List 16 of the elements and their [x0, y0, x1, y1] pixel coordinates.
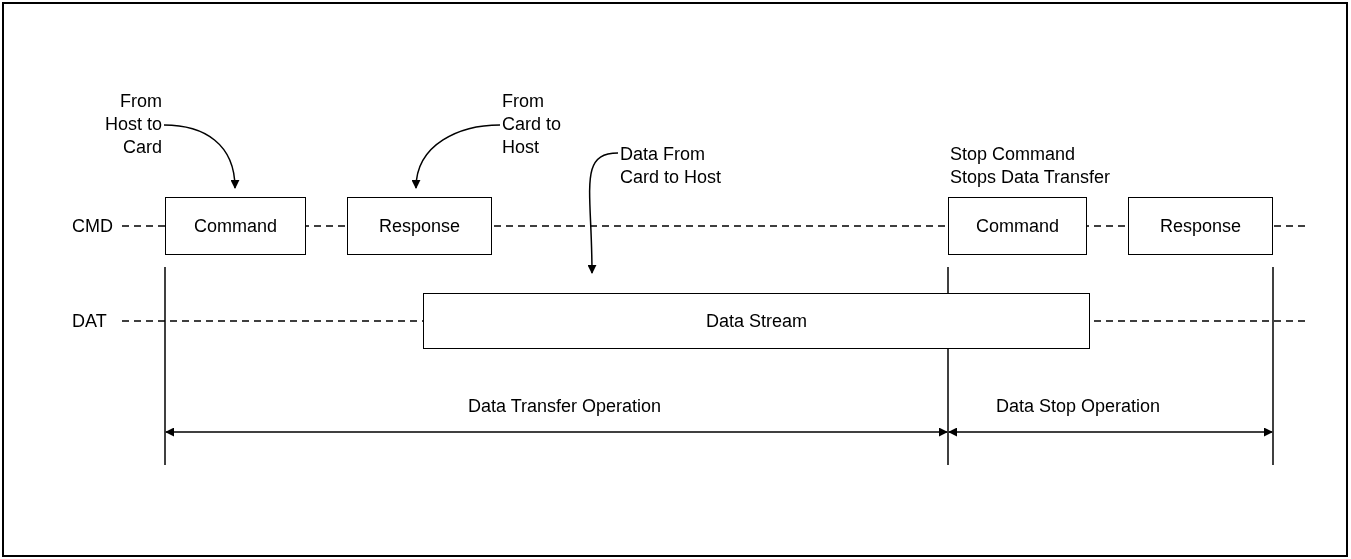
signal-box: Data Stream [423, 293, 1090, 349]
signal-box: Command [165, 197, 306, 255]
annotation-text: From Card to Host [502, 90, 572, 160]
dimension-label: Data Stop Operation [996, 395, 1161, 418]
annotation-text: Data From Card to Host [620, 143, 738, 191]
annotation-text: From Host to Card [80, 90, 162, 160]
annotation-text: Stop Command Stops Data Transfer [950, 143, 1112, 189]
signal-box: Command [948, 197, 1087, 255]
leader-arrow [412, 124, 501, 189]
signal-box: Response [347, 197, 492, 255]
signal-name: CMD [72, 215, 113, 238]
signal-box: Response [1128, 197, 1273, 255]
signal-name: DAT [72, 310, 107, 333]
leader-arrow [163, 124, 239, 189]
leader-arrow [587, 152, 619, 274]
dimension-label: Data Transfer Operation [468, 395, 662, 418]
